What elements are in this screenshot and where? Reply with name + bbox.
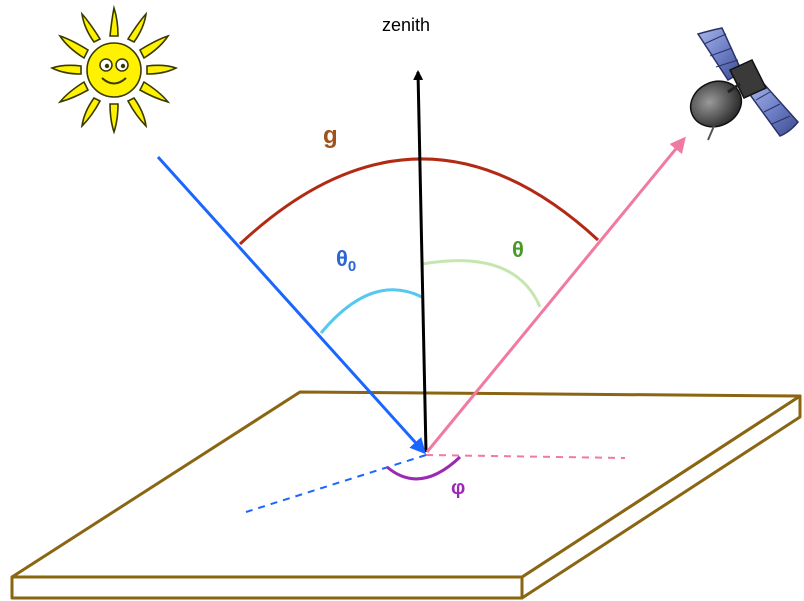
- slab-top: [10, 390, 802, 579]
- view-zenith-label: θ: [512, 237, 524, 262]
- solar-zenith-arc: [319, 288, 423, 334]
- slab-side-front: [10, 575, 524, 600]
- relative-azimuth-label: φ: [451, 477, 465, 499]
- solar-zenith-label: θ0: [336, 246, 356, 275]
- relative-azimuth-arc: [386, 455, 462, 481]
- sun-ray-arrow: [156, 155, 427, 455]
- surface-slab: [10, 390, 802, 600]
- view-ray-arrow: [425, 136, 686, 453]
- sun-icon: [49, 4, 179, 135]
- view-zenith-arc: [421, 259, 542, 308]
- zenith-arrow: [413, 70, 428, 453]
- sun-azimuth-projection: [245, 454, 427, 513]
- phase-angle-label: g: [323, 122, 338, 149]
- satellite-icon: [689, 27, 799, 141]
- solar-zenith-subscript: 0: [348, 258, 356, 275]
- satellite-body: [728, 59, 768, 99]
- zenith-label: zenith: [382, 15, 430, 35]
- solar-panel-upper: [696, 27, 743, 82]
